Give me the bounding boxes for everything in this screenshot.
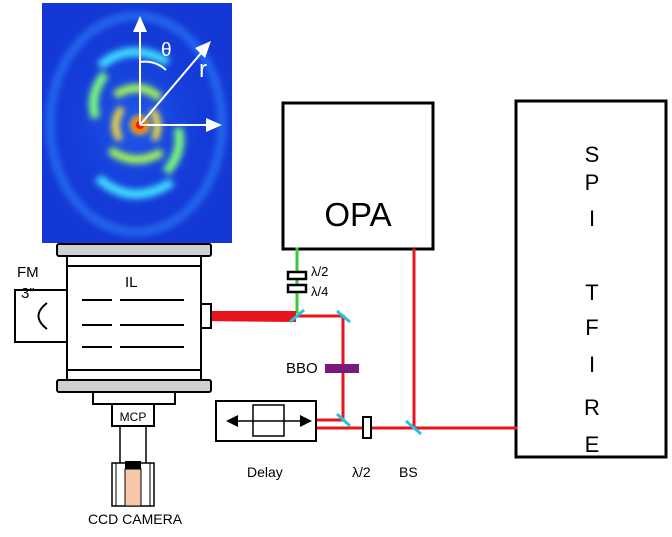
spitfire-letter-8: E <box>585 432 600 457</box>
delay-label: Delay <box>247 464 283 480</box>
focusing-mirror-port <box>14 289 68 343</box>
chamber-top-collar <box>66 255 202 267</box>
mcp-label: MCP <box>120 410 147 424</box>
vertical-axis-arrowhead <box>133 16 147 32</box>
quarter-wave-label: λ/4 <box>311 284 328 299</box>
spitfire-letter-4: T <box>585 280 598 305</box>
chamber-top-flange <box>56 243 212 257</box>
il-label: IL <box>125 274 138 291</box>
delay-arrow-right <box>300 415 312 427</box>
half-waveplate-bottom <box>362 416 372 439</box>
spitfire-letter-7: R <box>584 395 600 420</box>
mirror-upper-right <box>336 309 351 324</box>
radial-vector-arrowhead <box>195 41 211 58</box>
velocity-map-image <box>42 3 232 243</box>
image-axes <box>133 16 222 132</box>
opa-label: OPA <box>324 196 391 233</box>
opa-box <box>281 101 435 251</box>
spitfire-box <box>514 99 668 459</box>
focusing-mirror <box>37 302 48 330</box>
waveplate-pair <box>286 270 308 294</box>
spitfire-letter-1: S <box>585 142 600 167</box>
delay-arrow-left <box>226 415 238 427</box>
half-waveplate-top <box>286 270 308 281</box>
vacuum-chamber <box>14 243 212 393</box>
theta-arc <box>139 60 167 71</box>
spitfire-label: S P I T F I R E <box>584 142 600 457</box>
beam-splitter-mirror <box>405 419 422 436</box>
ccd-camera-label: CCD CAMERA <box>88 511 183 527</box>
fundamental-beam <box>412 248 518 430</box>
camera-lens <box>125 461 141 469</box>
bbo-crystal <box>325 364 359 373</box>
bs-label: BS <box>399 464 418 480</box>
theta-label: θ <box>161 40 172 61</box>
delay-stage <box>215 400 317 442</box>
mcp-flange <box>92 391 176 405</box>
spitfire-letter-3: I <box>589 206 595 231</box>
spitfire-letter-6: I <box>589 352 595 377</box>
chamber-entrance-window <box>200 303 212 329</box>
fm-label: FM <box>17 264 39 281</box>
mirror-lower-right <box>335 412 352 428</box>
spitfire-letter-2: P <box>585 170 600 195</box>
ccd-camera <box>111 426 155 507</box>
chamber-bottom-collar <box>66 369 202 381</box>
bbo-label: BBO <box>286 360 318 377</box>
mcp-detector <box>111 403 155 427</box>
camera-sensor-body <box>124 468 142 507</box>
r-label: r <box>199 56 207 83</box>
radial-vector <box>139 51 203 126</box>
mirror-size-label: 3" <box>21 285 35 302</box>
half-wave-bottom-label: λ/2 <box>352 464 371 480</box>
half-wave-top-label: λ/2 <box>311 264 328 279</box>
chamber-bottom-flange <box>56 379 212 393</box>
electrode-plates <box>82 299 184 348</box>
spitfire-letter-5: F <box>585 315 598 340</box>
horizontal-axis-arrowhead <box>206 118 222 132</box>
mirror-opa-output <box>289 308 305 324</box>
quarter-waveplate <box>286 283 308 294</box>
